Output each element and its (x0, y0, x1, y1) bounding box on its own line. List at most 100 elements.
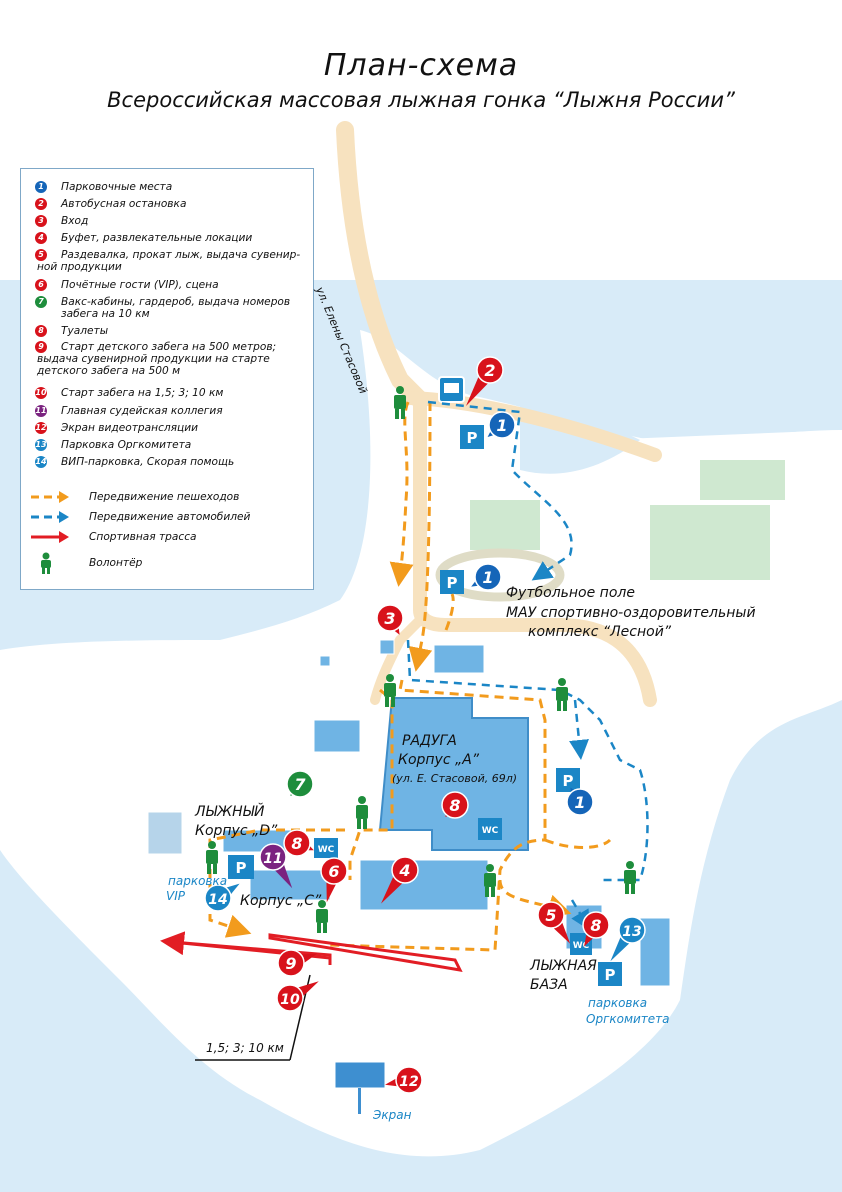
legend-text: Почётные гости (VIP), сцена (61, 279, 219, 291)
parking-letter: P (447, 574, 458, 592)
volunteer-icon (39, 552, 53, 577)
korpus-c-label: Корпус „С” (240, 893, 322, 909)
wc-label: WC (318, 845, 335, 855)
legend-number-badge: 13 (35, 439, 47, 451)
raduga-label: РАДУГА (402, 733, 457, 749)
legend-number-badge: 2 (35, 198, 47, 210)
legend-text: Туалеты (61, 325, 109, 337)
parking-org-label: парковка (588, 996, 648, 1010)
svg-text:5: 5 (545, 906, 556, 925)
svg-text:12: 12 (399, 1074, 418, 1090)
volunteers (206, 386, 636, 933)
legend-number-badge: 9 (35, 341, 47, 353)
marker-8: 8 (283, 829, 314, 857)
marker-12: 12 (385, 1066, 423, 1094)
legend-text: Раздевалка, прокат лыж, выдача сувенир-н… (37, 249, 301, 273)
svg-text:7: 7 (294, 775, 306, 794)
svg-text:8: 8 (590, 916, 601, 935)
screen-label: Экран (373, 1108, 412, 1122)
marker-3: 3 (376, 604, 404, 635)
vehicle-arrow (29, 510, 71, 527)
ski-base-label-2: БАЗА (530, 977, 568, 993)
legend-number-badge: 11 (35, 405, 47, 417)
pedestrian-routes (208, 401, 612, 952)
page-subtitle: Всероссийская массовая лыжная гонка “Лыж… (107, 88, 735, 112)
track-arrow (29, 530, 71, 547)
page-title: План-схема (323, 48, 519, 83)
svg-text:2: 2 (484, 361, 495, 380)
legend-text: Главная судейская коллегия (61, 405, 223, 417)
marker-1: 1 (487, 411, 516, 439)
legend-number-badge: 3 (35, 215, 47, 227)
marker-10: 10 (276, 981, 319, 1012)
svg-text:3: 3 (384, 609, 395, 628)
pedestrian-arrow (29, 490, 71, 507)
svg-text:1: 1 (482, 568, 493, 587)
legend-number-badge: 14 (35, 456, 47, 468)
marker-7: 7 (286, 770, 314, 798)
football-field-label: Футбольное поле (506, 585, 635, 601)
parking-letter: P (563, 772, 574, 790)
mau-label: МАУ спортивно-оздоровительный (506, 605, 756, 621)
parking-letter: P (236, 859, 247, 877)
marker-8: 8 (582, 911, 610, 947)
svg-text:8: 8 (449, 796, 460, 815)
legend-box: 1 Парковочные места 2 Автобусная остановка 3… (20, 168, 314, 590)
marker-2: 2 (466, 356, 504, 406)
legend-number-badge: 12 (35, 422, 47, 434)
legend-text: Спортивная трасса (89, 531, 197, 543)
address-label: (ул. Е. Стасовой, 69л) (392, 772, 518, 785)
legend-text: ВИП-парковка, Скорая помощь (61, 456, 235, 468)
marker-5: 5 (537, 901, 571, 944)
legend-text: Старт детского забега на 500 метров; выд… (37, 341, 277, 377)
legend-text: Волонтёр (89, 557, 143, 569)
marker-1: 1 (471, 563, 502, 591)
legend-text: Буфет, развлекательные локации (61, 232, 253, 244)
svg-text:1: 1 (574, 793, 585, 812)
parking-vip-label-2: VIP (166, 889, 185, 903)
legend-text: Вакс-кабины, гардероб, выдача номеров за… (61, 296, 291, 320)
legend-text: Старт забега на 1,5; 3; 10 км (61, 387, 224, 399)
legend-number-badge: 1 (35, 181, 47, 193)
ski-base-label: ЛЫЖНАЯ (530, 958, 597, 974)
svg-text:6: 6 (328, 862, 339, 881)
legend-text: Автобусная остановка (61, 198, 187, 210)
legend-number-badge: 4 (35, 232, 47, 244)
marker-4: 4 (381, 856, 419, 904)
svg-text:14: 14 (208, 892, 227, 908)
legend-number-badge: 5 (35, 249, 47, 261)
legend-text: Парковочные места (61, 181, 173, 193)
marker-9: 9 (277, 949, 318, 977)
svg-text:11: 11 (263, 851, 282, 867)
svg-text:1: 1 (496, 416, 507, 435)
legend-text: Парковка Оргкомитета (61, 439, 192, 451)
legend-text: Вход (61, 215, 89, 227)
svg-text:9: 9 (285, 954, 296, 973)
wc-label: WC (482, 826, 499, 836)
legend-number-badge: 8 (35, 325, 47, 337)
korpus-d-label: Корпус „D” (195, 823, 278, 839)
legend-number-badge: 6 (35, 279, 47, 291)
parking-vip-label: парковка (168, 874, 228, 888)
parking-org-label-2: Оргкомитета (586, 1012, 670, 1026)
roads (336, 121, 662, 707)
lyzhny-label: ЛЫЖНЫЙ (195, 804, 265, 820)
svg-text:8: 8 (291, 834, 302, 853)
marker-11: 11 (259, 843, 293, 889)
svg-text:10: 10 (280, 992, 300, 1008)
parking-letter: P (605, 966, 616, 984)
buildings (222, 639, 671, 1089)
wc-label: WC (573, 941, 590, 951)
legend-text: Передвижение автомобилей (89, 511, 251, 523)
distance-label: 1,5; 3; 10 км (206, 1041, 284, 1055)
svg-text:4: 4 (398, 861, 410, 880)
marker-13: 13 (610, 916, 646, 962)
marker-8: 8 (441, 791, 469, 819)
parking-letter: P (467, 429, 478, 447)
marker-1: 1 (566, 787, 594, 816)
marker-14: 14 (204, 883, 240, 912)
vehicle-routes (406, 400, 649, 931)
svg-text:13: 13 (622, 924, 641, 940)
legend-number-badge: 7 (35, 296, 47, 308)
